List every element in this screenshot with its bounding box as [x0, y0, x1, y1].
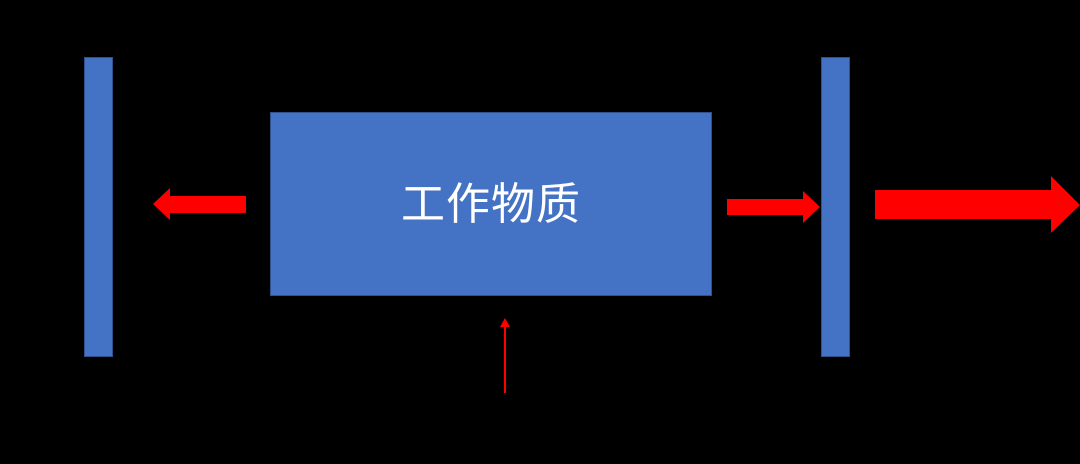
right-mirror	[821, 57, 850, 357]
gain-medium-box: 工作物质	[270, 112, 712, 296]
left-arrow-icon	[153, 188, 246, 220]
output-arrow-icon	[875, 176, 1080, 233]
right-arrow-icon	[727, 191, 820, 223]
left-mirror	[84, 57, 113, 357]
gain-medium-label: 工作物质	[401, 179, 581, 230]
pump-arrow-icon	[500, 318, 510, 327]
